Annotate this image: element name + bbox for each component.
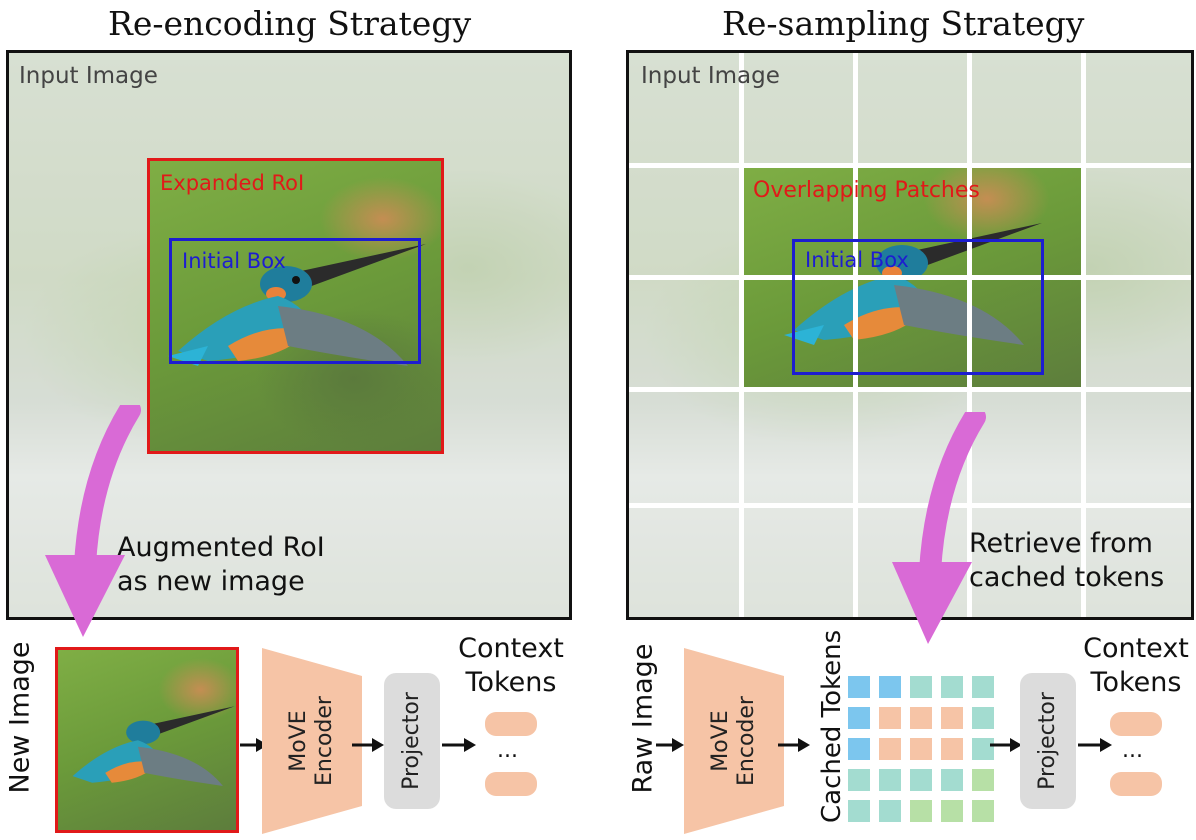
- right-context-line1: Context: [1083, 633, 1189, 664]
- token: [941, 676, 963, 698]
- cached-token-grid: [848, 676, 998, 826]
- left-initial-box-label: Initial Box: [182, 249, 286, 273]
- new-image-label: New Image: [4, 641, 36, 794]
- left-context-line2: Tokens: [465, 667, 557, 698]
- token: [879, 707, 901, 729]
- left-title: Re-encoding Strategy: [108, 4, 472, 43]
- right-input-image-panel: Overlapping Patches Initial Box Input Im…: [626, 50, 1194, 620]
- arrow-encoder-to-cache: [778, 738, 810, 752]
- arrow-projector-to-tokens: [442, 738, 476, 752]
- token: [972, 738, 994, 760]
- cached-tokens-label: Cached Tokens: [817, 629, 847, 823]
- left-encoder-shape: [262, 648, 362, 834]
- kingfisher-illustration: [168, 244, 426, 366]
- left-input-image-panel: Expanded RoI Initial Box Input Image Aug…: [6, 50, 572, 620]
- right-projector: Projector: [1020, 673, 1076, 809]
- token: [879, 676, 901, 698]
- token: [910, 738, 932, 760]
- left-encoder-line2: Encoder: [311, 696, 337, 786]
- left-context-token-1: [485, 712, 537, 736]
- token: [848, 676, 870, 698]
- left-context-ellipsis: ...: [497, 738, 518, 763]
- grid-line-v4: [1081, 53, 1086, 617]
- right-context-token-2: [1110, 772, 1162, 796]
- left-context-token-2: [485, 772, 537, 796]
- left-initial-box: Initial Box: [169, 238, 421, 364]
- token: [972, 769, 994, 791]
- grid-line-h2: [629, 275, 1191, 280]
- right-curved-arrow: [892, 412, 986, 644]
- token: [941, 800, 963, 822]
- token: [848, 707, 870, 729]
- right-initial-box-label: Initial Box: [805, 248, 909, 272]
- expanded-roi-label: Expanded RoI: [160, 171, 305, 195]
- retrieve-line2: cached tokens: [969, 562, 1165, 593]
- left-projector: Projector: [384, 673, 440, 809]
- token: [879, 738, 901, 760]
- token: [910, 800, 932, 822]
- token: [910, 769, 932, 791]
- grid-line-v1: [739, 53, 744, 617]
- token: [941, 738, 963, 760]
- right-initial-box: Initial Box: [792, 239, 1044, 375]
- retrieve-line1: Retrieve from: [969, 528, 1153, 559]
- thumbnail-kingfisher: [72, 706, 235, 786]
- right-title: Re-sampling Strategy: [722, 4, 1085, 43]
- left-context-line1: Context: [458, 633, 564, 664]
- arrow-right-projector-to-tokens: [1078, 738, 1112, 752]
- right-encoder-shape: [684, 648, 784, 834]
- token: [848, 769, 870, 791]
- token: [879, 769, 901, 791]
- left-context-tokens-label: Context Tokens: [456, 632, 566, 700]
- right-kingfisher: [784, 223, 1042, 345]
- grid-line-h1: [629, 163, 1191, 168]
- overlapping-patches-label: Overlapping Patches: [753, 178, 980, 203]
- left-encoder-label: MoVE Encoder: [286, 696, 338, 786]
- left-input-image-label: Input Image: [19, 63, 158, 89]
- new-image-thumbnail: [55, 647, 239, 833]
- expanded-roi-box: Expanded RoI: [147, 158, 444, 454]
- augmented-roi-line1: Augmented RoI: [117, 532, 325, 563]
- augmented-roi-line2: as new image: [117, 566, 305, 597]
- token: [910, 707, 932, 729]
- token: [972, 800, 994, 822]
- left-encoder: MoVE Encoder: [262, 648, 362, 834]
- token: [941, 707, 963, 729]
- grid-line-h4: [629, 503, 1191, 508]
- token: [848, 800, 870, 822]
- arrow-cache-to-projector: [990, 738, 1022, 752]
- right-projector-label: Projector: [1035, 692, 1060, 790]
- augmented-roi-label: Augmented RoI as new image: [117, 531, 325, 599]
- raw-image-label: Raw Image: [627, 643, 659, 794]
- arrow-encoder-to-projector: [352, 738, 384, 752]
- left-projector-label: Projector: [399, 692, 424, 790]
- left-encoder-line1: MoVE: [285, 710, 311, 772]
- grid-line-v2: [853, 53, 858, 617]
- token: [972, 707, 994, 729]
- grid-line-h3: [629, 387, 1191, 392]
- right-encoder-line1: MoVE: [707, 710, 733, 772]
- left-curved-arrow: [45, 405, 141, 637]
- right-context-line2: Tokens: [1090, 667, 1182, 698]
- arrow-raw-to-encoder: [656, 738, 684, 752]
- token: [848, 738, 870, 760]
- right-context-tokens-label: Context Tokens: [1080, 632, 1192, 700]
- right-context-ellipsis: ...: [1122, 738, 1143, 763]
- token: [879, 800, 901, 822]
- right-context-token-1: [1110, 712, 1162, 736]
- retrieve-label: Retrieve from cached tokens: [969, 527, 1164, 595]
- token: [972, 676, 994, 698]
- token: [910, 676, 932, 698]
- grid-line-v3: [967, 53, 972, 617]
- token: [941, 769, 963, 791]
- right-input-image-label: Input Image: [641, 63, 780, 89]
